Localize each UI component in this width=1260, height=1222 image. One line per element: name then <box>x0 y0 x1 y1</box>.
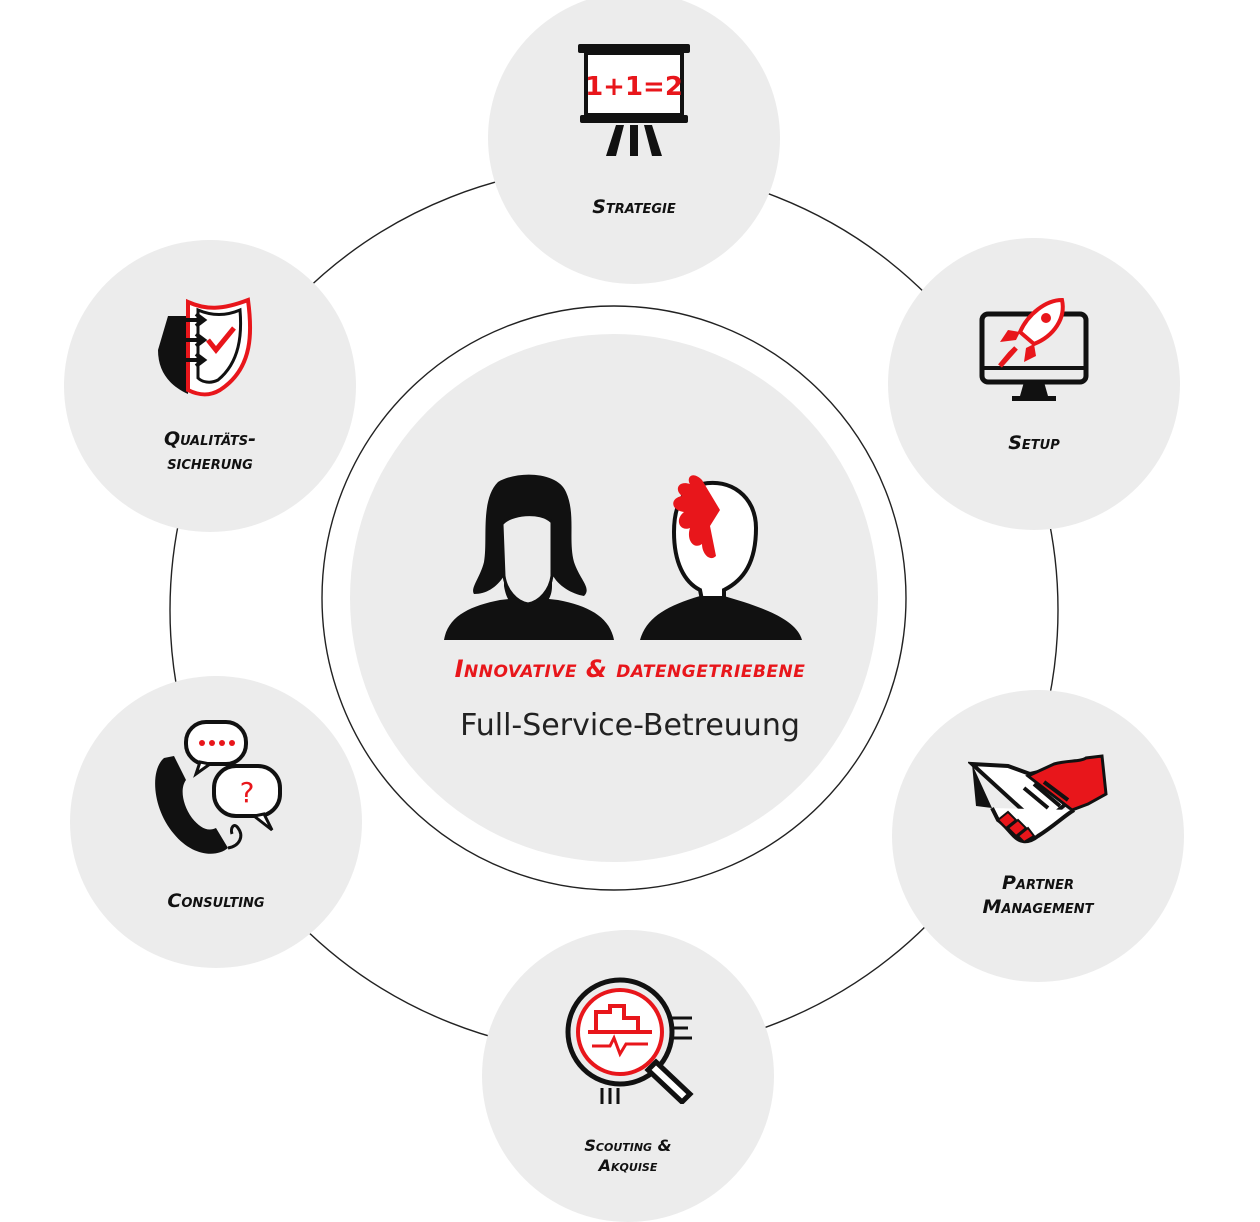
node-scouting-akquise[interactable]: Scouting & Akquise <box>482 930 774 1222</box>
board-text: 1+1=2 <box>585 72 683 102</box>
node-label-line2: Akquise <box>598 1156 658 1175</box>
magnifier-chart-icon <box>565 977 694 1104</box>
center-title: Innovative & datengetriebene <box>454 655 806 683</box>
center-disc <box>350 334 878 862</box>
phone-speech-icon: ? <box>155 720 282 854</box>
shield-check-icon <box>158 297 253 397</box>
node-label: Consulting <box>167 890 265 912</box>
two-people-icon <box>444 474 802 640</box>
rocket-monitor-icon <box>979 297 1089 401</box>
node-qualitaetssicherung[interactable]: Qualitäts- sicherung <box>64 240 356 532</box>
center-subtitle: Full-Service-Betreuung <box>460 708 800 743</box>
node-setup[interactable]: Setup <box>888 238 1180 530</box>
node-strategie[interactable]: 1+1=2 Strategie <box>488 0 780 284</box>
node-label-line2: sicherung <box>167 451 253 474</box>
node-label: Strategie <box>592 196 676 218</box>
bubble-text: ? <box>240 776 255 809</box>
node-label: Setup <box>1008 432 1060 454</box>
inner-ring <box>321 305 907 891</box>
node-consulting[interactable]: ? Consulting <box>70 676 362 968</box>
node-label-line1: Scouting & <box>584 1136 672 1155</box>
node-label-line1: Partner <box>1001 872 1075 894</box>
presentation-board-icon: 1+1=2 <box>578 44 690 156</box>
node-partner-management[interactable]: Partner Management <box>892 690 1184 982</box>
handshake-icon <box>968 754 1108 844</box>
node-label-line1: Qualitäts- <box>163 428 257 450</box>
node-label-line2: Management <box>982 895 1094 918</box>
